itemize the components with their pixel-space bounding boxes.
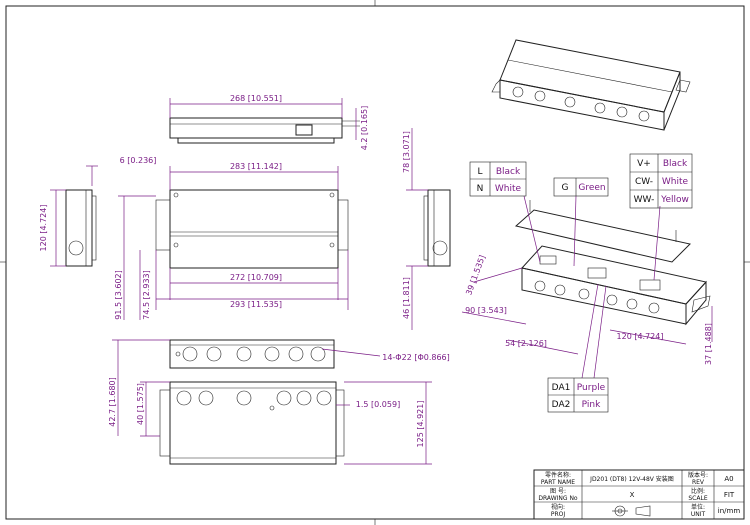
drawing-no-value: X [630,491,635,499]
dim-iso-4724: 120 [4.724] [617,332,664,341]
dim-depth-165: 4.2 [0.165] [360,106,369,150]
bottom-view: 42.7 [1.680] 40 [1.575] 1.5 [0.059] 125 … [108,339,432,465]
wire-color-purple: Purple [577,383,606,393]
wire-color-yellow: Yellow [660,195,689,205]
unit-label-en: UNIT [691,511,706,518]
wire-color-white: White [495,184,522,194]
iso-view-wiring: 39 [1.535] 90 [3.543] 54 [2.126] 120 [4.… [461,195,713,379]
dim-iso-3543: 90 [3.543] [465,306,507,315]
scale-value: FIT [724,491,735,499]
dim-iso-1535: 39 [1.535] [464,254,487,296]
part-name-value: JD201 (DT8) 12V-48V 安装图 [589,475,674,483]
wire-table-dali: DA1 Purple DA2 Pink [547,377,609,413]
dim-height-1811: 46 [1.811] [402,277,411,319]
dim-iso-1488: 37 [1.488] [704,323,713,365]
wire-pin-n: N [477,184,484,194]
right-side-view: 78 [3.071] 46 [1.811] [402,128,451,330]
dim-top-width: 268 [10.551] [230,94,282,103]
title-block: 零件名称: PART NAME JD201 (DT8) 12V-48V 安装图 … [533,469,745,520]
wire-pin-g: G [562,183,569,193]
proj-label-en: PROJ [551,511,566,518]
wire-color-black: Black [496,167,521,177]
knockout-side-view: 14-Φ22 [Φ0.866] [169,339,450,369]
drawing-no-label-en: DRAWING No [538,495,578,502]
wire-pin-cw: CW- [635,177,653,187]
wire-table-ground: G Green [553,177,609,197]
dim-side-4724: 120 [4.724] [39,205,48,252]
wire-color-white-right: White [662,177,689,187]
left-side-view: 120 [4.724] [39,189,97,267]
unit-label-cn: 单位: [691,503,705,511]
dim-width-11142: 283 [11.142] [230,162,282,171]
proj-label-cn: 视向: [551,503,565,511]
scale-label-cn: 比例: [691,487,705,495]
wire-pin-l: L [477,167,482,177]
wire-pin-da1: DA1 [552,383,571,393]
dim-height-1680: 42.7 [1.680] [108,377,117,427]
scale-label-en: SCALE [688,495,707,502]
dim-iso-2126: 54 [2.126] [505,339,547,348]
top-view: 268 [10.551] 4.2 [0.165] [169,94,369,150]
unit-value: in/mm [718,507,741,515]
rev-label-cn: 版本号: [688,471,708,479]
wire-pin-vplus: V+ [637,159,651,169]
dim-height-1575: 40 [1.575] [136,383,145,425]
dim-holes: 14-Φ22 [Φ0.866] [382,353,450,362]
wire-table-right: V+ Black CW- White WW- Yellow [629,153,693,209]
rev-label-en: REV [692,479,705,486]
part-name-label-en: PART NAME [541,479,575,486]
wire-pin-ww: WW- [634,195,655,205]
drawing-no-label-cn: 图 号: [550,488,566,495]
wire-pin-da2: DA2 [552,400,571,410]
dim-width-10709: 272 [10.709] [230,273,282,282]
dim-height-4921: 125 [4.921] [416,401,425,448]
front-view: 6 [0.236] 283 [11.142] 272 [10.709] 293 … [86,156,349,320]
dim-height-2933: 74.5 [2.933] [142,270,151,320]
wire-table-left: L Black N White [469,161,527,197]
part-name-label-cn: 零件名称: [545,471,571,479]
dim-height-3071: 78 [3.071] [402,131,411,173]
third-angle-projection-icon [612,505,651,517]
wire-color-pink: Pink [582,400,601,410]
iso-view-closed [491,39,691,131]
dim-height-3602: 91.5 [3.602] [114,270,123,320]
dim-flange-0236: 6 [0.236] [120,156,157,165]
wire-color-green: Green [578,183,605,193]
dim-width-11535: 293 [11.535] [230,300,282,309]
drawing-border [5,5,745,520]
wire-color-black-right: Black [663,159,688,169]
dim-wall-0059: 1.5 [0.059] [356,400,400,409]
rev-value: A0 [724,475,733,483]
